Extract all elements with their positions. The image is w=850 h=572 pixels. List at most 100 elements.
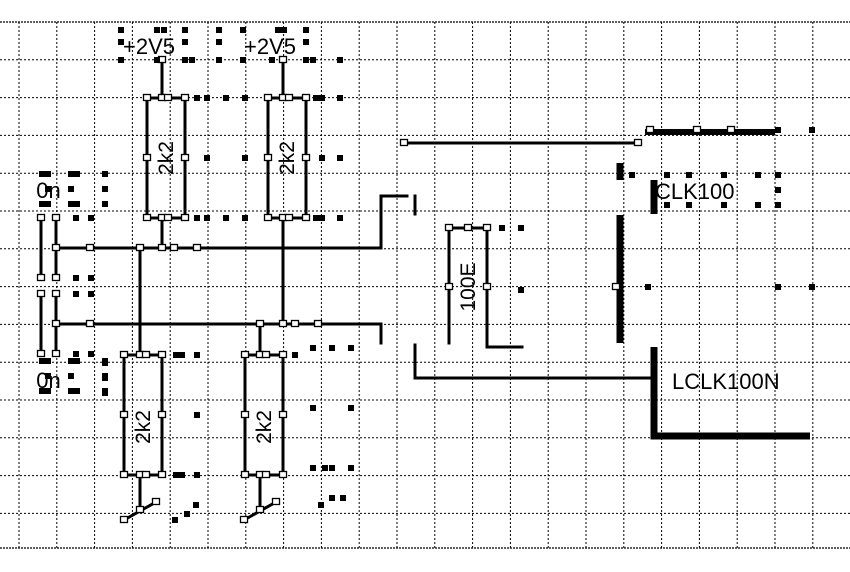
selection-handle[interactable] bbox=[45, 201, 51, 207]
pin[interactable] bbox=[36, 213, 46, 222]
selection-handle[interactable] bbox=[102, 390, 108, 396]
pin[interactable] bbox=[313, 319, 323, 328]
pin[interactable] bbox=[51, 289, 61, 298]
selection-handle[interactable] bbox=[68, 201, 74, 207]
pin[interactable] bbox=[119, 470, 129, 479]
pin[interactable] bbox=[301, 213, 311, 222]
selection-handle[interactable] bbox=[39, 201, 45, 207]
selection-handle[interactable] bbox=[204, 155, 210, 161]
selection-handle[interactable] bbox=[348, 465, 354, 471]
selection-handle[interactable] bbox=[73, 215, 79, 221]
selection-handle[interactable] bbox=[179, 352, 185, 358]
pin[interactable] bbox=[633, 138, 643, 147]
selection-handle[interactable] bbox=[88, 275, 94, 281]
selection-handle[interactable] bbox=[45, 171, 51, 177]
pin[interactable] bbox=[278, 55, 288, 64]
selection-handle[interactable] bbox=[313, 95, 319, 101]
selection-handle[interactable] bbox=[118, 27, 124, 33]
selection-handle[interactable] bbox=[303, 57, 309, 63]
selection-handle[interactable] bbox=[45, 186, 51, 192]
selection-handle[interactable] bbox=[68, 388, 74, 394]
selection-handle[interactable] bbox=[686, 202, 692, 208]
pin[interactable] bbox=[119, 350, 129, 359]
selection-handle[interactable] bbox=[102, 186, 108, 192]
pin[interactable] bbox=[255, 319, 265, 328]
pin[interactable] bbox=[261, 350, 271, 359]
pin[interactable] bbox=[240, 410, 250, 419]
pin[interactable] bbox=[51, 349, 61, 358]
selection-handle[interactable] bbox=[172, 517, 178, 523]
pin[interactable] bbox=[180, 93, 190, 102]
selection-handle[interactable] bbox=[74, 388, 80, 394]
pin[interactable] bbox=[240, 470, 250, 479]
selection-handle[interactable] bbox=[73, 291, 79, 297]
selection-handle[interactable] bbox=[74, 171, 80, 177]
pin[interactable] bbox=[240, 350, 250, 359]
selection-handle[interactable] bbox=[348, 345, 354, 351]
selection-handle[interactable] bbox=[39, 171, 45, 177]
pin[interactable] bbox=[726, 125, 736, 134]
pin[interactable] bbox=[444, 282, 454, 291]
selection-handle[interactable] bbox=[189, 57, 195, 63]
pin[interactable] bbox=[51, 273, 61, 282]
selection-handle[interactable] bbox=[329, 345, 335, 351]
selection-handle[interactable] bbox=[686, 172, 692, 178]
selection-handle[interactable] bbox=[102, 375, 108, 381]
selection-handle[interactable] bbox=[755, 202, 761, 208]
bus-lclk100n[interactable] bbox=[650, 347, 810, 440]
pin[interactable] bbox=[301, 93, 311, 102]
pin[interactable] bbox=[135, 505, 145, 514]
selection-handle[interactable] bbox=[216, 39, 222, 45]
selection-handle[interactable] bbox=[173, 352, 179, 358]
capacitor-bottom-label[interactable]: 00n bbox=[24, 368, 61, 393]
pin[interactable] bbox=[278, 470, 288, 479]
selection-handle[interactable] bbox=[240, 27, 246, 33]
selection-handle[interactable] bbox=[179, 472, 185, 478]
selection-handle[interactable] bbox=[193, 502, 199, 508]
selection-handle[interactable] bbox=[318, 502, 324, 508]
pin[interactable] bbox=[169, 243, 179, 252]
pin[interactable] bbox=[36, 289, 46, 298]
selection-handle[interactable] bbox=[194, 412, 200, 418]
selection-handle[interactable] bbox=[88, 215, 94, 221]
selection-handle[interactable] bbox=[281, 27, 287, 33]
selection-handle[interactable] bbox=[182, 57, 188, 63]
selection-handle[interactable] bbox=[68, 358, 74, 364]
pin[interactable] bbox=[51, 319, 61, 328]
selection-handle[interactable] bbox=[242, 215, 248, 221]
selection-handle[interactable] bbox=[775, 172, 781, 178]
selection-handle[interactable] bbox=[74, 201, 80, 207]
selection-handle[interactable] bbox=[73, 275, 79, 281]
selection-handle[interactable] bbox=[645, 284, 651, 290]
pin[interactable] bbox=[180, 153, 190, 162]
pin[interactable] bbox=[399, 138, 409, 147]
pin[interactable] bbox=[85, 319, 95, 328]
pin[interactable] bbox=[36, 273, 46, 282]
selection-handle[interactable] bbox=[319, 95, 325, 101]
pin[interactable] bbox=[157, 470, 167, 479]
selection-handle[interactable] bbox=[337, 215, 343, 221]
selection-handle[interactable] bbox=[721, 172, 727, 178]
pin[interactable] bbox=[157, 410, 167, 419]
selection-handle[interactable] bbox=[499, 225, 505, 231]
selection-handle[interactable] bbox=[348, 405, 354, 411]
selection-handle[interactable] bbox=[322, 465, 328, 471]
pin[interactable] bbox=[278, 319, 288, 328]
selection-handle[interactable] bbox=[310, 465, 316, 471]
selection-handle[interactable] bbox=[194, 95, 200, 101]
selection-handle[interactable] bbox=[102, 201, 108, 207]
pin[interactable] bbox=[85, 243, 95, 252]
selection-handle[interactable] bbox=[182, 39, 188, 45]
pin[interactable] bbox=[255, 505, 265, 514]
selection-handle[interactable] bbox=[194, 215, 200, 221]
pin[interactable] bbox=[482, 223, 492, 232]
pin[interactable] bbox=[141, 350, 151, 359]
selection-handle[interactable] bbox=[664, 202, 670, 208]
selection-handle[interactable] bbox=[118, 57, 124, 63]
selection-handle[interactable] bbox=[329, 495, 335, 501]
selection-handle[interactable] bbox=[303, 39, 309, 45]
pin[interactable] bbox=[180, 213, 190, 222]
selection-handle[interactable] bbox=[68, 373, 74, 379]
selection-handle[interactable] bbox=[775, 202, 781, 208]
